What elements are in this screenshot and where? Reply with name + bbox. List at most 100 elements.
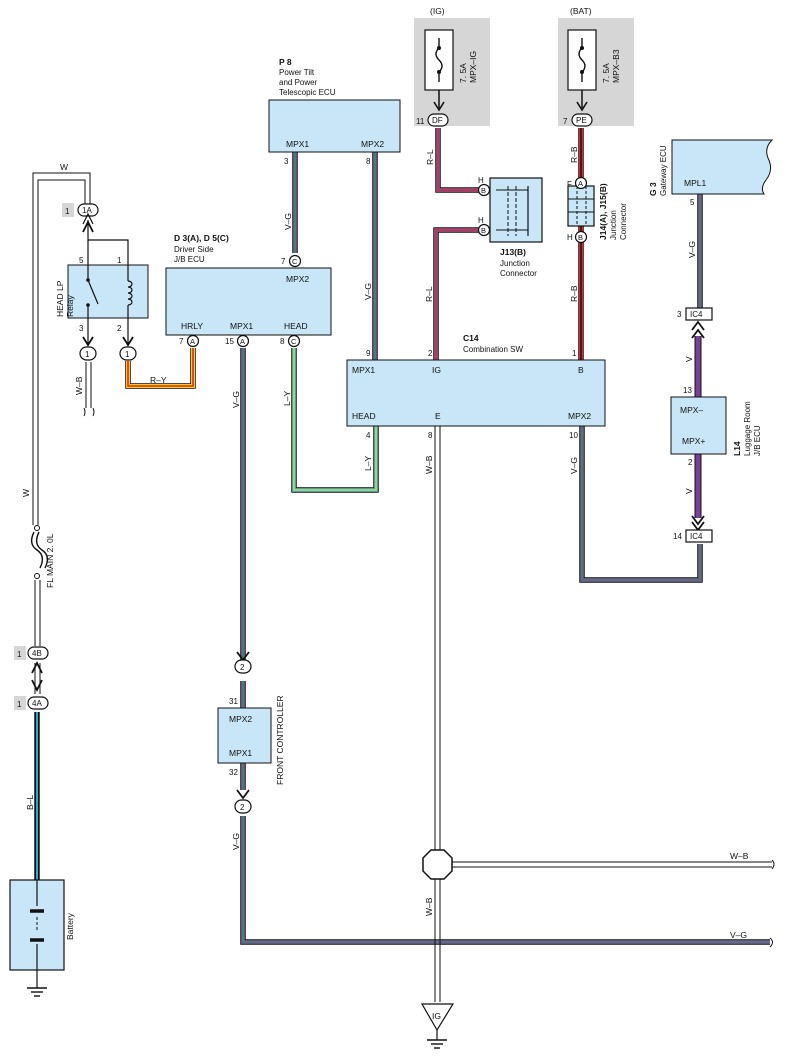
front-controller-pin31: 31 [229, 697, 238, 706]
connector-4a-pin: 1 [17, 700, 22, 709]
wire-v-g-out [240, 816, 770, 945]
connector-d3-head-pin: 8 [280, 337, 285, 346]
front-controller-pin32: 32 [229, 768, 238, 777]
connector-4b-pin: 1 [17, 650, 22, 659]
d3-pin-head: HEAD [284, 321, 308, 331]
wire-label-w-b-ground: W–B [424, 897, 434, 916]
j14-junction-box [567, 185, 595, 227]
c14-pin4-number: 4 [366, 431, 371, 440]
c14-pin-mpx1: MPX1 [352, 365, 375, 375]
d3-name-line1: Driver Side [174, 245, 214, 254]
relay-internal-wiring [87, 220, 129, 345]
fuse-ig-source: (IG) [430, 6, 445, 16]
wire-label-r-y: R–Y [150, 375, 167, 385]
fusible-link-name: FL MAIN 2. 0L [45, 533, 55, 588]
connector-pe-label: PE [576, 116, 587, 125]
wire-label-v-g-c14: V–G [569, 457, 579, 474]
relay-pin3: 3 [79, 324, 84, 333]
connector-fc-top [234, 659, 252, 674]
j13-pin-upper: H [478, 176, 484, 185]
wire-r-y [125, 348, 196, 389]
wire-label-v-bottom: V [684, 488, 694, 494]
wire-label-v-g-d3: V–G [231, 391, 241, 408]
connector-1a-arrow-icon [82, 219, 94, 233]
l14-pin-mpx-minus: MPX– [680, 405, 703, 415]
connector-pe-pin: 7 [563, 117, 568, 126]
ground-ig-icon [420, 1003, 455, 1032]
j14-label: J14(A), J15(B) Junction Connector [598, 183, 628, 240]
battery-name: Battery [65, 912, 75, 940]
connector-fc-top-label: 2 [240, 663, 245, 672]
connector-relay3-label: 1 [85, 350, 90, 359]
wire-label-l-y-d3: L–Y [282, 391, 292, 406]
fuse-bat-source: (BAT) [570, 6, 592, 16]
connector-d3-mpx1-pin: 15 [225, 337, 234, 346]
p8-pin3-number: 3 [284, 157, 289, 166]
wire-label-v-g-gateway: V–G [687, 241, 697, 258]
j14-name-line2: Connector [619, 203, 628, 240]
front-controller-pin-mpx1: MPX1 [229, 748, 252, 758]
j13-code: J13(B) [500, 247, 526, 257]
p8-pin-mpx2: MPX2 [361, 139, 384, 149]
wire-label-w-b-relay: W–B [74, 376, 84, 395]
wire-label-v-g-out: V–G [730, 930, 747, 940]
relay-name-line1: HEAD LP [55, 280, 65, 317]
wire-label-l-y-c14: L–Y [363, 456, 373, 471]
wire-label-w-b-c14: W–B [424, 455, 434, 474]
p8-pin-mpx1: MPX1 [286, 139, 309, 149]
connector-relay3-arrow-icon [82, 336, 94, 347]
connector-ic4-bottom-pin: 14 [673, 532, 682, 541]
connector-j14-b-label: B [578, 233, 583, 242]
fuse-bat-amp: 7. 5A [601, 63, 611, 83]
l14-code: L14 [732, 441, 742, 456]
connector-relay2-label: 1 [125, 350, 130, 359]
fuse-ig-label: 7. 5A MPX–IG [458, 51, 478, 83]
relay-pin2: 2 [117, 324, 122, 333]
wire-w-b-ground [434, 426, 441, 1002]
connector-4b-tag [14, 646, 26, 660]
p8-name-line2: and Power [279, 78, 318, 87]
v-g-out-break-icon [769, 937, 773, 948]
p8-ecu-box [268, 99, 401, 153]
wire-label-r-b-fuse: R–B [569, 146, 579, 163]
j13-inner-bus [496, 186, 529, 236]
j13-name-line1: Junction [500, 259, 530, 268]
l14-pin13-number: 13 [683, 386, 692, 395]
battery-ground-icon [27, 987, 47, 997]
connector-ic4-top-pin: 3 [677, 310, 682, 319]
connector-j13-b-upper-label: B [481, 186, 486, 195]
c14-pin-ig: IG [432, 365, 441, 375]
l14-pin-mpx-plus: MPX+ [682, 436, 705, 446]
connector-df-label: DF [432, 116, 443, 125]
relay-body [67, 264, 149, 319]
connector-4b-label: 4B [32, 649, 42, 658]
l14-label: L14 Luggage Room J/B ECU [732, 401, 762, 456]
wire-label-r-b-c14: R–B [569, 285, 579, 302]
relay-switch [86, 265, 99, 318]
c14-pin8-number: 8 [428, 431, 433, 440]
c14-name: Combination SW [463, 345, 523, 354]
d3-pin-hrly: HRLY [181, 321, 203, 331]
connector-d3-mpx2 [288, 254, 302, 268]
connector-df-pin: 11 [416, 117, 425, 126]
connector-d3-mpx1-label: A [240, 337, 245, 346]
fuse-ig-name: MPX–IG [468, 51, 478, 83]
connector-d3-mpx2-label: C [292, 257, 298, 266]
j13-pin-lower: H [478, 216, 484, 225]
connector-ic4-bottom-arrow-icon [691, 515, 705, 532]
fuse-ig-amp: 7. 5A [458, 63, 468, 83]
l14-name-line1: Luggage Room [743, 401, 752, 456]
fusible-link-icon [30, 525, 49, 579]
d3-ecu-box [165, 267, 332, 336]
connector-j14-a [574, 176, 588, 190]
wire-w-b-relay [83, 362, 95, 417]
d3-pin-mpx2: MPX2 [286, 274, 309, 284]
wire-label-v-g-fc: V–G [231, 833, 241, 850]
connector-4a-tag [14, 696, 26, 710]
connector-j13-b-lower [477, 223, 491, 237]
c14-switch-box [346, 359, 606, 427]
gateway-pin5-number: 5 [690, 198, 695, 207]
connector-1a [77, 203, 99, 217]
front-controller-box [217, 707, 272, 764]
